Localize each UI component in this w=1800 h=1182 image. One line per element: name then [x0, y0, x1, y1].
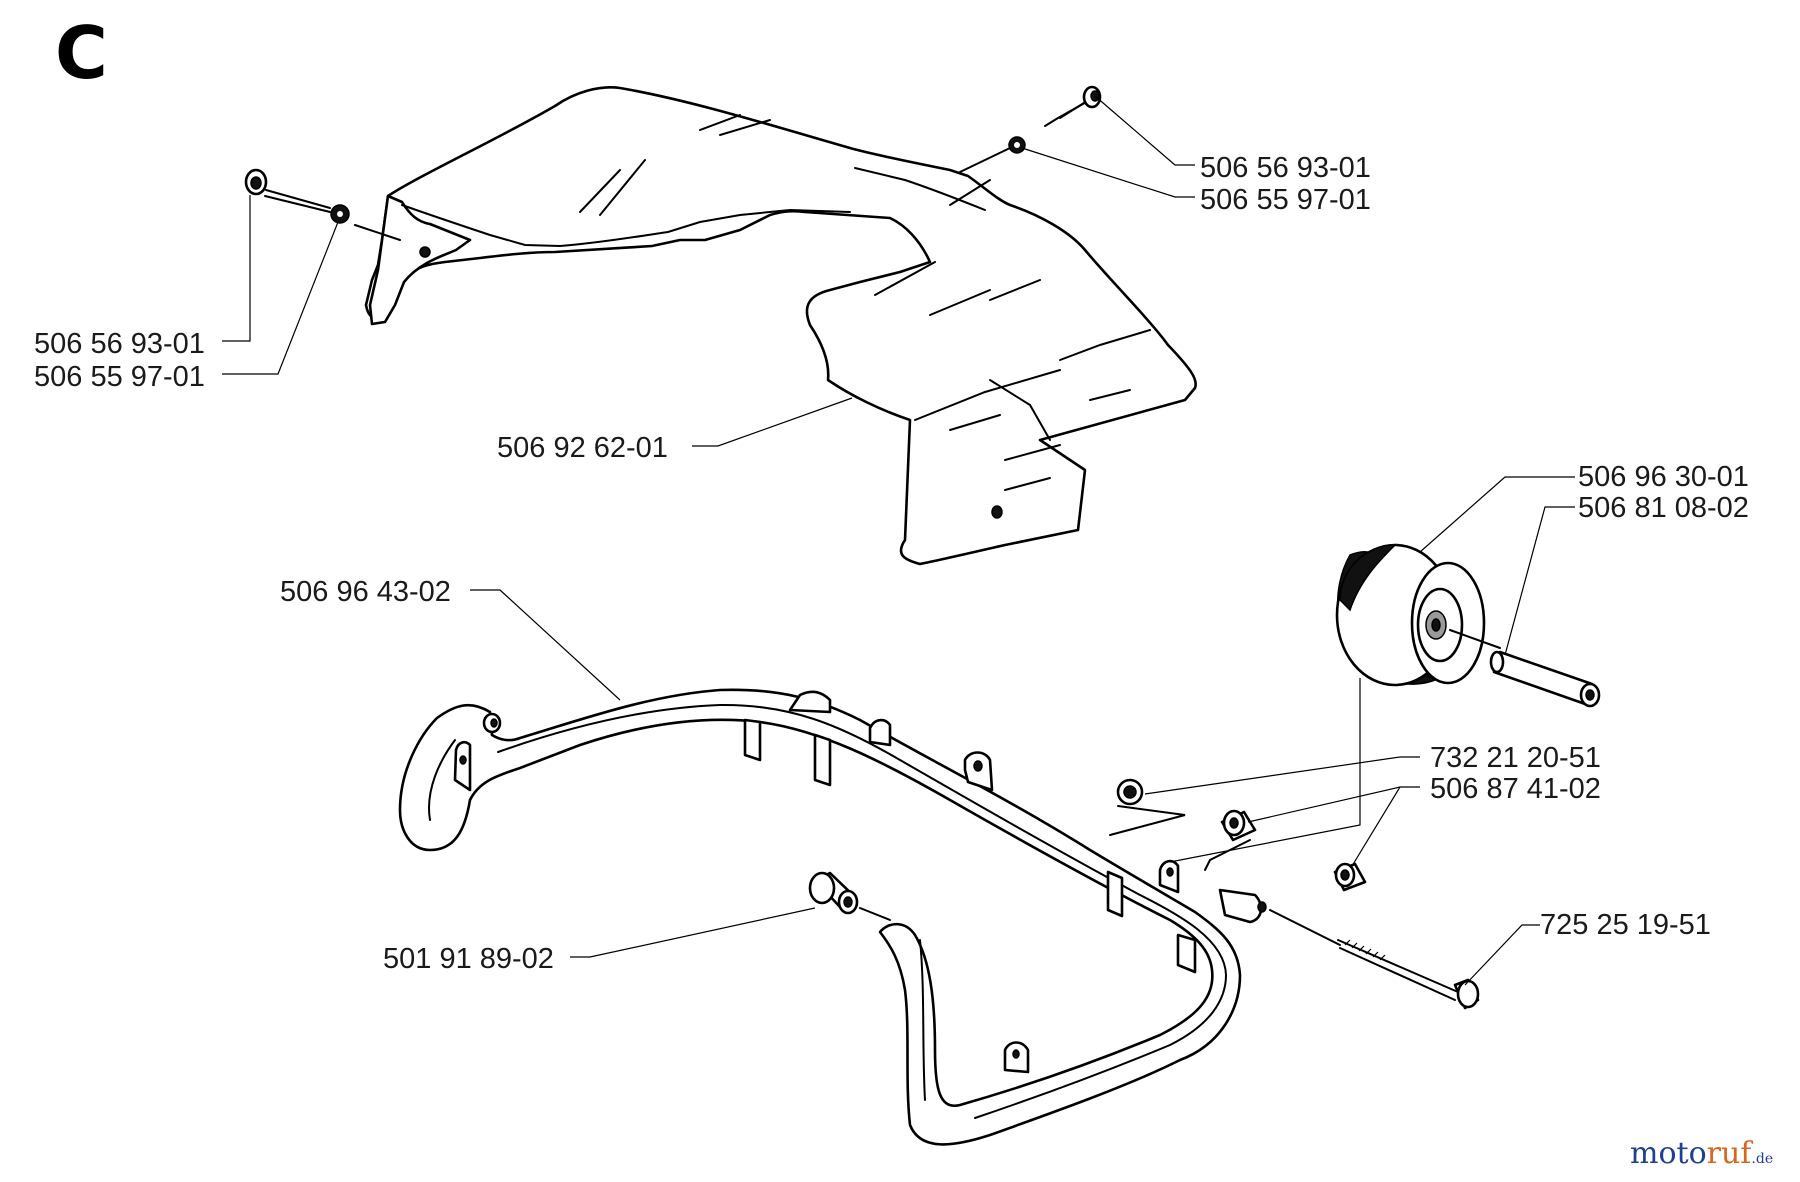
cover-part: [364, 86, 1197, 566]
label-bolt-left: 506 56 93-01: [34, 328, 205, 360]
nut-part: [1109, 778, 1186, 836]
label-spacer: 506 87 41-02: [1430, 773, 1601, 805]
right-bolt-part: [959, 85, 1102, 173]
label-cover: 506 92 62-01: [497, 432, 668, 464]
label-nut: 732 21 20-51: [1430, 742, 1601, 774]
section-letter: C: [55, 11, 108, 95]
label-long-bolt: 725 25 19-51: [1540, 909, 1711, 941]
spacer-part: [1204, 809, 1367, 892]
bushing-part: [808, 871, 891, 921]
watermark-logo: motoruf.de: [1630, 1136, 1773, 1171]
label-frame: 506 96 43-02: [280, 576, 451, 608]
svg-text:motoruf.de: motoruf.de: [1630, 1136, 1773, 1171]
label-axle: 506 81 08-02: [1578, 492, 1749, 524]
left-washer-part: [330, 204, 350, 224]
label-washer-left: 506 55 97-01: [34, 361, 205, 393]
long-bolt-part: [1269, 909, 1480, 1010]
left-bolt-part: [244, 168, 401, 241]
frame-part: [398, 688, 1267, 1146]
right-washer-part: [1008, 136, 1026, 154]
axle-part: [1449, 629, 1601, 708]
label-washer-right: 506 55 97-01: [1200, 184, 1371, 216]
label-wheel: 506 96 30-01: [1578, 461, 1749, 493]
leader-lines: [222, 95, 1575, 986]
label-bolt-right: 506 56 93-01: [1200, 152, 1371, 184]
label-bushing: 501 91 89-02: [383, 943, 554, 975]
wheel-part: [1335, 543, 1486, 687]
